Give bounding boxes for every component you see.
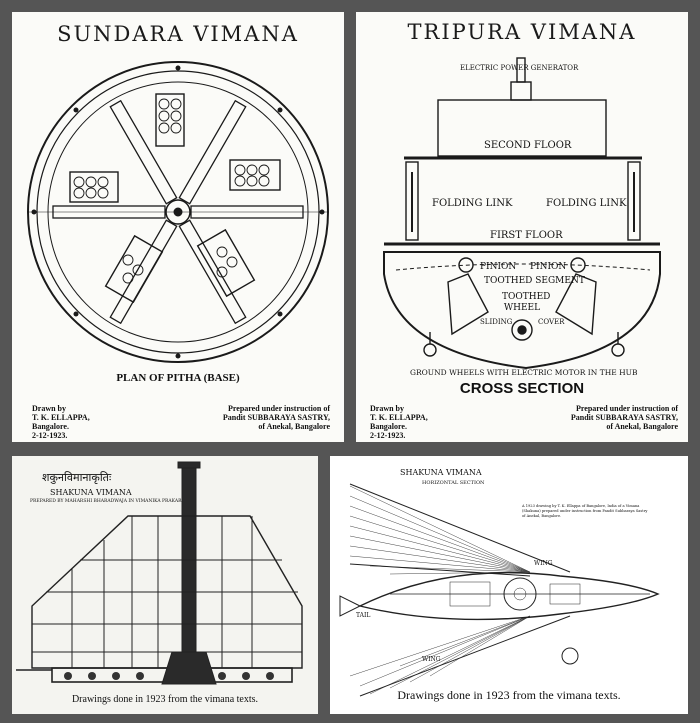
sundara-caption: PLAN OF PITHA (BASE) <box>116 372 240 384</box>
sundara-vimana-panel: SUNDARA VIMANA <box>12 12 344 442</box>
credit-line: Drawn by <box>32 404 67 413</box>
credit-line: Pandit SUBBARAYA SASTRY, <box>570 413 678 422</box>
shakuna-horizontal-title: SHAKUNA VIMANA <box>400 468 482 477</box>
label-pinion-right: PINION <box>530 262 567 272</box>
tripura-caption: CROSS SECTION <box>459 380 585 397</box>
shakuna-elevation-drawing <box>16 461 303 685</box>
credit-line: 2-12-1923. <box>32 431 68 440</box>
tripura-drawn-by: Drawn by T. K. ELLAPPA, Bangalore. 2-12-… <box>370 404 428 440</box>
shakuna-horizontal-subtitle: HORIZONTAL SECTION <box>422 480 485 486</box>
credit-line: of Anekal, Bangalore <box>606 422 678 431</box>
shakuna-elevation-caption: Drawings done in 1923 from the vimana te… <box>71 694 259 705</box>
credit-line: Drawn by <box>370 404 405 413</box>
credit-line: 2-12-1923. <box>370 431 406 440</box>
credit-line: of Anekal, Bangalore <box>258 422 330 431</box>
label-cover: COVER <box>538 318 565 326</box>
shakuna-elevation-panel: शकुनविमानाकृतिः SHAKUNA VIMANA PREPARED … <box>12 456 318 714</box>
shakuna-horizontal-drawing <box>339 483 660 697</box>
shakuna-horizontal-caption: Drawings done in 1923 from the vimana te… <box>397 688 621 702</box>
label-generator: ELECTRIC POWER GENERATOR <box>460 64 579 72</box>
credit-line: Bangalore. <box>370 422 407 431</box>
credit-line: Pandit SUBBARAYA SASTRY, <box>222 413 330 422</box>
credit-line: T. K. ELLAPPA, <box>370 413 428 422</box>
devanagari-heading: शकुनविमानाकृतिः <box>42 471 112 484</box>
tripura-title: TRIPURA VIMANA <box>407 20 637 44</box>
credit-line: T. K. ELLAPPA, <box>32 413 90 422</box>
label-first-floor: FIRST FLOOR <box>490 230 563 241</box>
label-wing-top: WING <box>534 560 553 567</box>
label-ground-wheels: GROUND WHEELS WITH ELECTRIC MOTOR IN THE… <box>410 368 638 377</box>
label-tail: TAIL <box>356 612 371 619</box>
label-folding-link-right: FOLDING LINK <box>546 198 627 209</box>
label-toothed-segment: TOOTHED SEGMENT <box>484 276 585 286</box>
shakuna-horizontal-panel: SHAKUNA VIMANA HORIZONTAL SECTION A 1923… <box>330 456 688 714</box>
label-toothed-wheel: TOOTHED WHEEL <box>502 292 551 313</box>
tripura-cross-section-drawing <box>383 57 661 370</box>
label-sliding: SLIDING <box>480 318 513 326</box>
label-second-floor: SECOND FLOOR <box>484 140 572 151</box>
credit-line: Bangalore. <box>32 422 69 431</box>
tripura-prepared-by: Prepared under instruction of Pandit SUB… <box>571 404 678 431</box>
credit-line: Prepared under instruction of <box>575 404 678 413</box>
label-wing-bottom: WING <box>422 656 441 663</box>
sundara-drawn-by: Drawn by T. K. ELLAPPA, Bangalore. 2-12-… <box>32 404 90 440</box>
shakuna-elevation-subtitle: PREPARED BY MAHARSHI BHARADWAJA IN VIMAN… <box>30 499 192 504</box>
sundara-title: SUNDARA VIMANA <box>57 22 299 46</box>
shakuna-horizontal-note: A 1923 drawing by T. K. Ellappa of Banga… <box>522 504 648 518</box>
credit-line: Prepared under instruction of <box>227 404 330 413</box>
tripura-vimana-panel: TRIPURA VIMANA <box>356 12 688 442</box>
shakuna-elevation-title: SHAKUNA VIMANA <box>50 488 132 497</box>
label-folding-link-left: FOLDING LINK <box>432 198 513 209</box>
label-pinion-left: PINION <box>480 262 517 272</box>
sundara-plan-drawing <box>27 61 329 363</box>
sundara-prepared-by: Prepared under instruction of Pandit SUB… <box>223 404 330 431</box>
